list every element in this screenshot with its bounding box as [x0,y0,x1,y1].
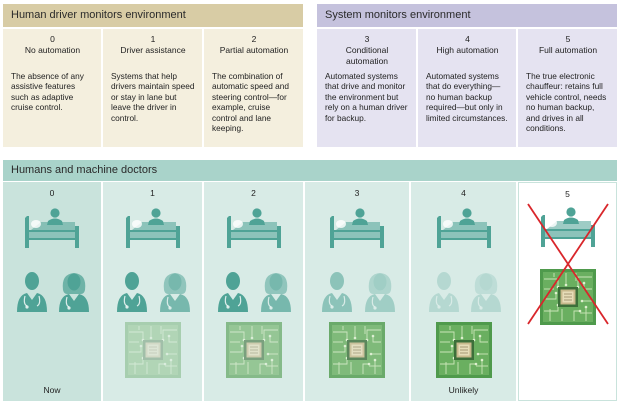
male-doctor-icon [320,270,354,312]
human-driver-header: Human driver monitors environment [3,4,303,27]
doctor-level-number: 3 [354,188,360,198]
doctor-column-2: 2 [204,182,303,401]
level-name: Conditional automation [345,45,389,66]
female-doctor-icon [57,270,91,312]
doctors-header: Humans and machine doctors [3,160,617,181]
level-description: Automated systems that do everything—no … [426,71,508,123]
level-name: Driver assistance [120,45,186,55]
doctor-column-3: 3 [305,182,409,401]
patient-in-bed-icon [433,208,495,252]
red-cross-icon [525,201,611,327]
system-header: System monitors environment [317,4,617,27]
level-description: Automated systems that drive and monitor… [325,71,408,123]
level-column-5: 5 Full automation The true electronic ch… [518,29,617,147]
level-name: Full automation [538,45,598,55]
level-number: 5 [565,34,571,44]
doctor-level-number: 1 [150,188,155,198]
ai-chip-icon [226,322,282,378]
level-description: The absence of any assistive features su… [11,71,84,113]
doctor-level-footer: Unlikely [448,385,479,395]
male-doctor-icon [216,270,250,312]
level-name: Partial automation [219,45,289,55]
ai-chip-icon [436,322,492,378]
level-name: No automation [24,45,81,55]
level-number: 2 [251,34,257,44]
level-column-3: 3 Conditional automation Automated syste… [317,29,416,147]
level-number: 0 [50,34,55,44]
level-name: High automation [436,45,499,55]
male-doctor-icon [427,270,461,312]
doctor-level-number: 4 [461,188,466,198]
level-number: 4 [465,34,470,44]
level-column-0: 0 No automation The absence of any assis… [3,29,101,147]
patient-in-bed-icon [223,208,285,252]
doctor-level-number: 5 [565,189,570,199]
doctor-level-number: 2 [251,188,256,198]
ai-chip-icon [125,322,181,378]
patient-in-bed-icon [326,208,388,252]
doctor-column-0: 0 Now [3,182,101,401]
ai-chip-icon [329,322,385,378]
level-description: The true electronic chauffeur: retains f… [526,71,607,134]
doctor-level-footer: Now [43,385,61,395]
male-doctor-icon [15,270,49,312]
doctor-column-5: 5 [518,182,617,401]
level-column-1: 1 Driver assistance Systems that help dr… [103,29,202,147]
level-description: The combination of automatic speed and s… [212,71,290,134]
doctor-column-4: 4 Unlikely [411,182,516,401]
female-doctor-icon [259,270,293,312]
patient-in-bed-icon [21,208,83,252]
male-doctor-icon [115,270,149,312]
female-doctor-icon [469,270,503,312]
level-number: 1 [150,34,156,44]
level-description: Systems that help drivers maintain speed… [111,71,195,123]
doctor-column-1: 1 [103,182,202,401]
level-column-2: 2 Partial automation The combination of … [204,29,303,147]
female-doctor-icon [158,270,192,312]
level-column-4: 4 High automation Automated systems that… [418,29,516,147]
level-number: 3 [364,34,370,44]
doctor-level-number: 0 [49,188,55,198]
patient-in-bed-icon [122,208,184,252]
female-doctor-icon [363,270,397,312]
